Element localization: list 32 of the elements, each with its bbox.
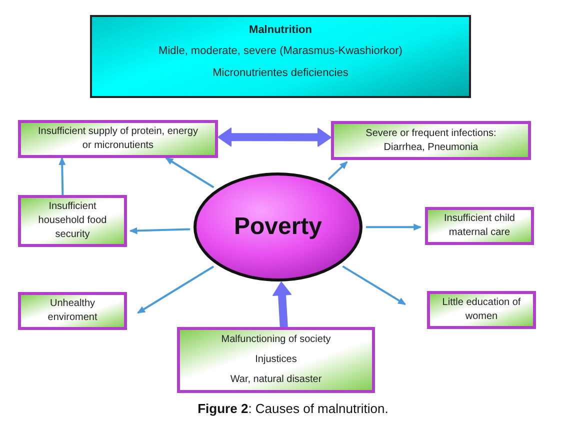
figure-caption: Figure 2: Causes of malnutrition.: [196, 401, 390, 416]
node-text: Insufficient household food security: [37, 200, 108, 242]
arrow: [165, 157, 214, 188]
arrow: [218, 128, 332, 147]
node-text: Severe or frequent infections: Diarrhea, Pneumonia: [364, 126, 498, 154]
arrow: [58, 157, 66, 196]
node-text: Unhealthy enviroment: [46, 297, 98, 325]
poverty-ellipse: [193, 172, 363, 282]
cause-box: [18, 120, 218, 158]
arrow: [328, 161, 348, 180]
arrow: [366, 224, 422, 231]
node-text: Midle, moderate, severe (Marasmus-Kwashiorkor): [158, 44, 402, 60]
cause-box: [18, 292, 127, 330]
cause-box: [427, 291, 536, 329]
node-text: Injustices: [255, 353, 297, 367]
cause-box: [18, 195, 127, 247]
node-text: War, natural disaster: [230, 373, 322, 387]
node-text: Insufficient child maternal care: [443, 212, 516, 240]
node-text: Insufficient supply of protein, energy or micronutients: [37, 125, 199, 153]
node-text: Micronutrientes deficiencies: [212, 66, 348, 81]
title-box: [90, 15, 471, 98]
root-cause-box: [177, 327, 375, 393]
arrow: [129, 227, 190, 234]
node-label: Poverty: [234, 212, 322, 242]
arrow: [137, 266, 214, 314]
node-text: Little education of women: [441, 296, 522, 324]
node-text: Malfunctioning of society: [221, 333, 331, 347]
cause-box: [425, 207, 534, 245]
arrow: [272, 282, 292, 328]
title: Malnutrition: [249, 23, 312, 38]
arrow: [342, 265, 406, 306]
cause-box: [331, 121, 531, 160]
